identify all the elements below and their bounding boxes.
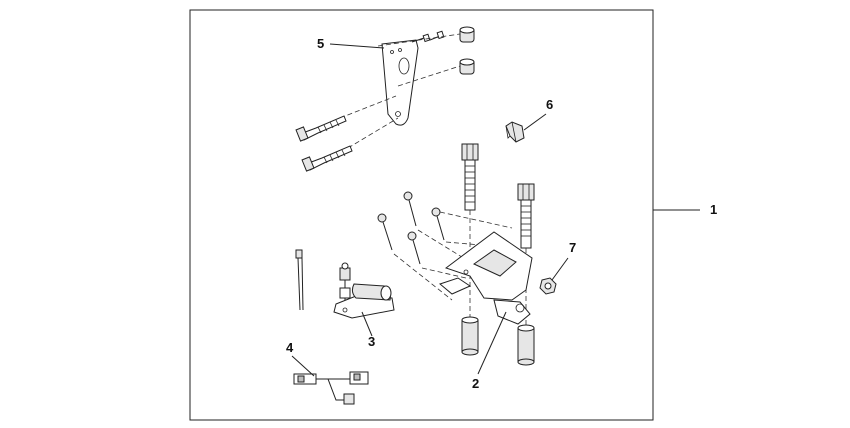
leader-3 — [361, 311, 373, 337]
hex-bolt-right — [517, 183, 535, 249]
callout-5: 5 — [317, 36, 324, 51]
screw-a — [403, 191, 417, 227]
collar-left — [461, 316, 479, 356]
callout-6: 6 — [546, 97, 553, 112]
mounting-plate — [381, 39, 419, 126]
small-screw — [429, 30, 445, 41]
collar-lower — [459, 58, 475, 75]
part-4-connector — [291, 355, 369, 405]
leader-4 — [291, 355, 315, 377]
part-6-clip — [505, 113, 547, 143]
hex-bolt-left — [461, 143, 479, 211]
screw-c — [377, 213, 393, 251]
leader-5 — [329, 43, 385, 49]
long-bolt-lower — [301, 145, 353, 172]
cable-tie — [295, 249, 304, 311]
collar-upper — [459, 26, 475, 43]
plate-hole — [398, 57, 410, 75]
holder — [333, 262, 395, 319]
callout-1: 1 — [710, 202, 717, 217]
small-screw — [411, 33, 431, 43]
callout-7: 7 — [569, 240, 576, 255]
bracket-foot — [493, 299, 531, 325]
part-2-bracket-assembly — [377, 143, 535, 375]
callout-2: 2 — [472, 376, 479, 391]
collar-right — [517, 324, 535, 366]
bracket-window — [473, 249, 517, 277]
leader-2 — [477, 311, 507, 375]
leader-6 — [523, 113, 547, 131]
part-7-nut — [539, 257, 569, 295]
long-bolt-upper — [295, 115, 347, 142]
screw-d — [407, 231, 421, 265]
part-5-mounting-plate-assembly — [295, 26, 475, 172]
leader-7 — [551, 257, 569, 281]
callout-3: 3 — [368, 334, 375, 349]
part-3-cable-holder — [295, 249, 395, 337]
callout-4: 4 — [286, 340, 294, 355]
diagram-frame — [189, 9, 654, 421]
